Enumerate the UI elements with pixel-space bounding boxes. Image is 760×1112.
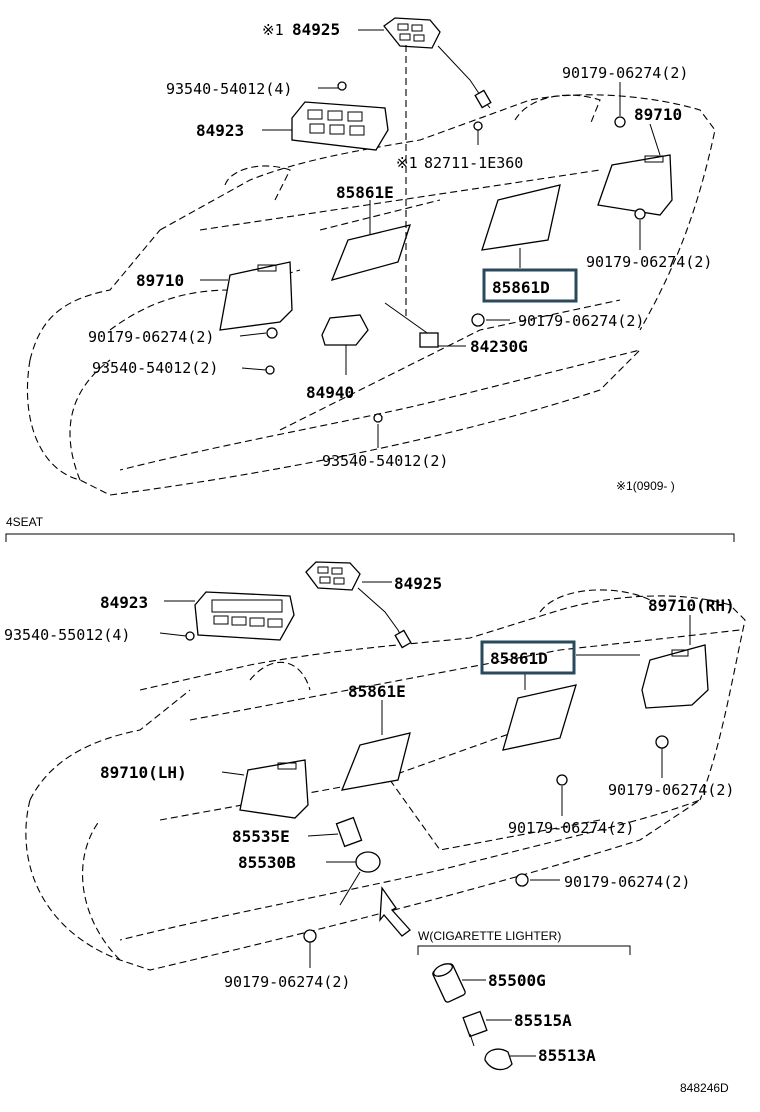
bottom-arrow-indicator bbox=[379, 886, 411, 937]
label-bottom-85861e: 85861E bbox=[348, 682, 406, 701]
label-top-note: ※1(0909- ) bbox=[616, 479, 675, 493]
top-85861d-highlight bbox=[482, 268, 578, 303]
label-bottom-90179-bottom: 90179-06274(2) bbox=[224, 973, 350, 991]
label-top-89710-left: 89710 bbox=[136, 271, 184, 290]
top-part-85861e bbox=[330, 224, 411, 281]
inset-title: W(CIGARETTE LIGHTER) bbox=[418, 929, 561, 943]
bottom-part-85535e bbox=[335, 816, 363, 848]
section-divider: 4SEAT bbox=[5, 515, 735, 542]
label-bottom-84925: 84925 bbox=[394, 574, 442, 593]
label-top-82711: 82711-1E360 bbox=[424, 154, 523, 172]
label-top-90179-left: 90179-06274(2) bbox=[88, 328, 214, 346]
top-part-89710-right bbox=[597, 154, 673, 216]
top-part-84925-remote bbox=[383, 17, 492, 109]
top-part-84940 bbox=[321, 314, 369, 346]
bottom-part-84925-remote bbox=[305, 561, 412, 649]
label-top-84230g: 84230G bbox=[470, 337, 528, 356]
label-bottom-84923: 84923 bbox=[100, 593, 148, 612]
label-bottom-89710-rh: 89710(RH) bbox=[648, 596, 735, 615]
label-bottom-85861d: 85861D bbox=[490, 649, 548, 668]
label-top-84940: 84940 bbox=[306, 383, 354, 402]
bottom-leaders bbox=[159, 581, 691, 968]
label-top-90179-center: 90179-06274(2) bbox=[518, 312, 644, 330]
label-top-93540-54012-2-bottom: 93540-54012(2) bbox=[322, 452, 448, 470]
top-part-89710-left bbox=[219, 261, 293, 331]
label-inset-85515a: 85515A bbox=[514, 1011, 572, 1030]
label-top-93540-54012-2-left: 93540-54012(2) bbox=[92, 359, 218, 377]
top-seat-outline bbox=[26, 94, 716, 496]
bottom-part-85530b bbox=[339, 851, 381, 906]
top-fasteners bbox=[265, 81, 646, 423]
bottom-labels: 84925 84923 93540-55012(4) 85861D 89710(… bbox=[4, 574, 735, 991]
label-inset-85513a: 85513A bbox=[538, 1046, 596, 1065]
section-title: 4SEAT bbox=[6, 515, 44, 529]
top-leaders bbox=[200, 29, 661, 448]
bottom-part-85861e bbox=[340, 732, 411, 791]
inset-part-85513a bbox=[484, 1048, 513, 1071]
label-top-89710-right: 89710 bbox=[634, 105, 682, 124]
label-bottom-85530b: 85530B bbox=[238, 853, 296, 872]
label-bottom-89710-lh: 89710(LH) bbox=[100, 763, 187, 782]
inset-part-85500g bbox=[432, 963, 466, 1003]
label-inset-85500g: 85500G bbox=[488, 971, 546, 990]
label-bottom-93540-55012-4: 93540-55012(4) bbox=[4, 626, 130, 644]
bottom-part-84923-controller bbox=[194, 591, 295, 641]
label-bottom-90179-mid: 90179-06274(2) bbox=[508, 819, 634, 837]
label-top-82711-mark: ※1 bbox=[396, 154, 418, 172]
inset-cigarette-lighter: W(CIGARETTE LIGHTER) 85500G 85515A 85513… bbox=[417, 929, 631, 1071]
bottom-part-85861d bbox=[502, 684, 577, 751]
bottom-part-89710-rh bbox=[641, 644, 709, 709]
label-top-93540-54012-4: 93540-54012(4) bbox=[166, 80, 292, 98]
label-top-84923: 84923 bbox=[196, 121, 244, 140]
top-part-85861d bbox=[481, 184, 561, 251]
bottom-part-89710-lh bbox=[239, 759, 309, 819]
label-top-90179-right-mid: 90179-06274(2) bbox=[586, 253, 712, 271]
label-top-84925: 84925 bbox=[292, 20, 340, 39]
top-labels: ※1 84925 93540-54012(4) 84923 ※1 82711-1… bbox=[88, 20, 712, 493]
top-part-84923-controller bbox=[291, 101, 389, 151]
footer-diagram-code: 848246D bbox=[680, 1081, 729, 1095]
label-bottom-85535e: 85535E bbox=[232, 827, 290, 846]
top-part-84230g-cable bbox=[384, 302, 439, 348]
inset-part-85515a bbox=[462, 1010, 488, 1047]
label-bottom-90179-lower: 90179-06274(2) bbox=[564, 873, 690, 891]
label-top-85861e: 85861E bbox=[336, 183, 394, 202]
label-top-85861d: 85861D bbox=[492, 278, 550, 297]
label-top-84925-mark: ※1 bbox=[262, 21, 284, 39]
label-bottom-90179-right: 90179-06274(2) bbox=[608, 781, 734, 799]
bottom-85861d-highlight bbox=[480, 640, 576, 675]
label-top-90179-top-right: 90179-06274(2) bbox=[562, 64, 688, 82]
